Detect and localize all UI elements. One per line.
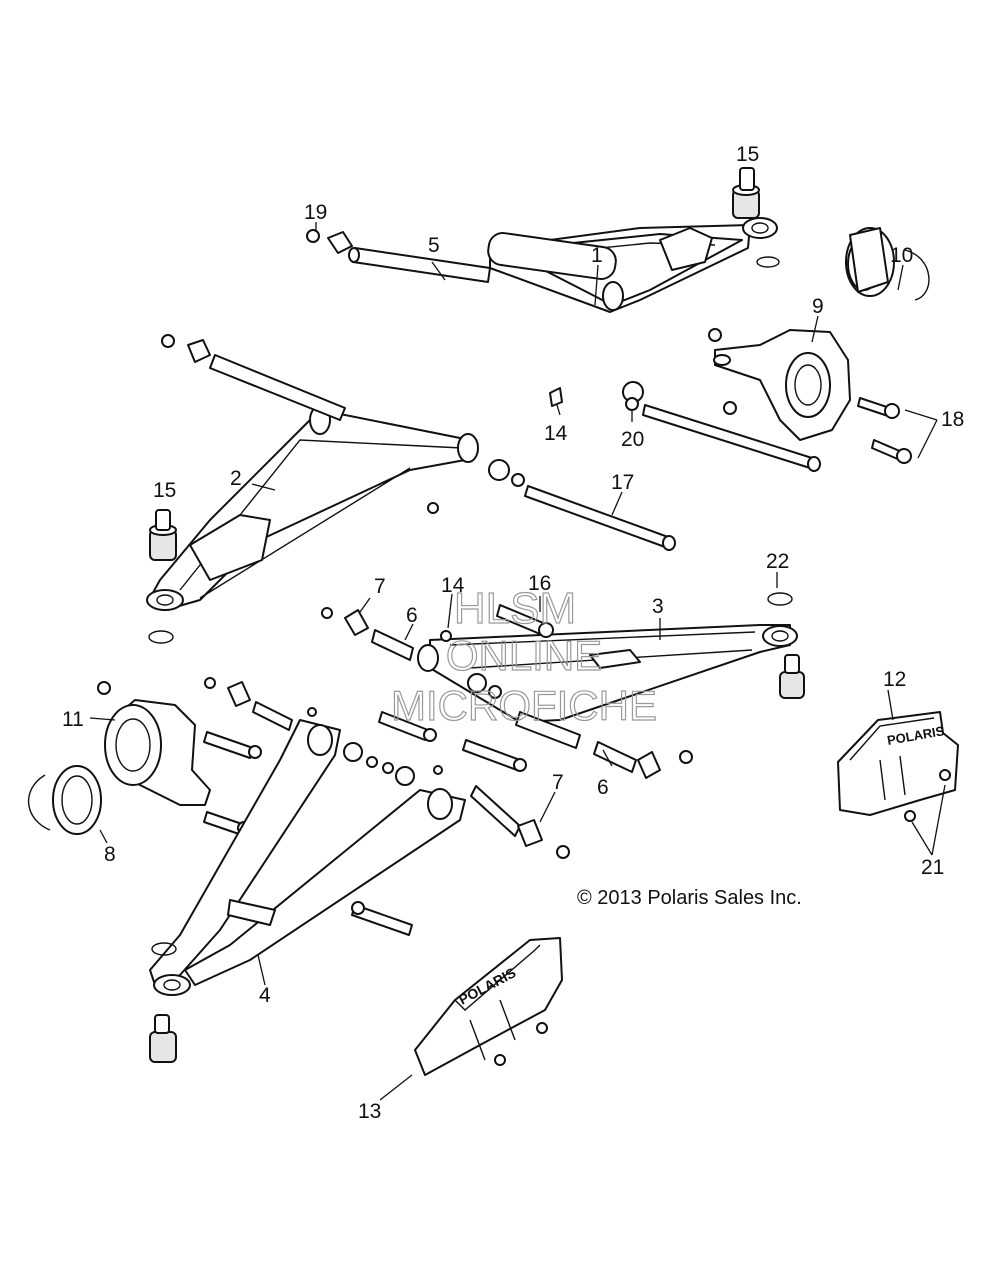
bolt-front-a <box>378 711 429 741</box>
bolt-front-a-head <box>423 728 437 742</box>
grease-fitting-lower <box>427 502 439 514</box>
bushing-mid-a <box>343 742 363 762</box>
nut-7-upper <box>321 607 333 619</box>
grease-fitting-14 <box>549 387 563 407</box>
skid-guard-12: POLARIS <box>837 711 959 822</box>
upper-a-arm-1 <box>487 217 778 313</box>
bushing-front <box>467 673 487 693</box>
circlip-lower-front <box>151 942 177 956</box>
bolt-knuckle-b <box>203 811 243 835</box>
bolt-17-head <box>662 535 676 551</box>
wheel-bearing-10 <box>845 227 930 301</box>
lower-a-arm-2 <box>146 405 479 611</box>
bolt-front-b <box>462 739 521 771</box>
watermark: HLSM ONLINE MICROFICHE <box>390 583 657 729</box>
callout-7-upper: 7 <box>374 575 386 598</box>
watermark-line-2: ONLINE <box>446 632 602 679</box>
circlip-left <box>148 630 174 644</box>
callout-14-upper: 14 <box>544 422 568 445</box>
callout-16: 16 <box>528 572 551 595</box>
callout-14-lower: 14 <box>441 574 465 597</box>
bolt-knuckle-a <box>203 731 254 759</box>
nut-lower <box>161 334 175 348</box>
nut-20 <box>723 401 737 415</box>
bushing-lower <box>187 339 211 363</box>
upper-a-arm-3 <box>417 624 798 723</box>
ball-joint-front-right <box>779 654 805 699</box>
callout-6-lower: 6 <box>597 776 609 799</box>
wheel-bearing-8 <box>28 765 102 835</box>
callout-1: 1 <box>591 244 603 267</box>
callout-22: 22 <box>766 550 789 573</box>
bushing-6 <box>637 751 661 779</box>
callout-15-upper: 15 <box>736 143 759 166</box>
sleeve-6-upper <box>371 629 414 661</box>
copyright-text: © 2013 Polaris Sales Inc. <box>577 887 802 909</box>
skid-guard-13: POLARIS <box>414 937 563 1076</box>
callout-11: 11 <box>62 708 84 731</box>
bolt-knuckle-a-head <box>248 745 262 759</box>
sleeve-lower-front <box>252 701 293 731</box>
washer-mid-a <box>366 756 378 768</box>
bolts-18 <box>857 397 912 464</box>
washer-17 <box>511 473 525 487</box>
bolt-16-head <box>538 622 554 638</box>
callout-21: 21 <box>921 856 944 879</box>
grease-fitting-lf2 <box>433 765 443 775</box>
callout-labels: 1 2 3 4 5 6 6 7 7 8 9 10 11 12 13 14 14 … <box>62 143 964 1123</box>
grease-fitting-14b <box>440 630 452 642</box>
callout-19: 19 <box>304 201 327 224</box>
washer-20 <box>625 397 639 411</box>
bushing-19 <box>327 231 353 254</box>
callout-4: 4 <box>259 984 271 1007</box>
bushing-7-lower <box>517 819 543 847</box>
lower-a-arm-4 <box>149 719 466 996</box>
callout-18: 18 <box>941 408 964 431</box>
bolt-head <box>807 456 821 472</box>
sleeve-front <box>515 711 581 749</box>
washer-front <box>488 685 502 699</box>
sleeve-7-lower <box>470 785 521 837</box>
ball-joint-15-upper <box>732 167 760 219</box>
steering-knuckle-11 <box>97 681 211 806</box>
circlip-upper <box>756 256 780 268</box>
pivot-shaft-lower <box>209 354 346 421</box>
callout-13: 13 <box>358 1100 381 1123</box>
callout-15-left: 15 <box>153 479 176 502</box>
circlip-22 <box>767 592 793 606</box>
nut-6 <box>679 750 693 764</box>
sleeve-6-lower <box>593 741 637 773</box>
watermark-line-3: MICROFICHE <box>391 682 657 729</box>
callout-3: 3 <box>652 595 664 618</box>
watermark-line-1: HLSM <box>454 584 576 633</box>
nut-lower-front <box>204 677 216 689</box>
nut-7-lower <box>556 845 570 859</box>
bolt-front-b-head <box>513 758 527 772</box>
pivot-shaft-5 <box>348 247 491 283</box>
callout-17: 17 <box>611 471 634 494</box>
bushing-7-upper <box>344 609 369 636</box>
leader-lines <box>89 222 946 1101</box>
bolt-lower-front-head <box>351 901 365 915</box>
bushing-lower-front <box>227 681 251 707</box>
callout-5: 5 <box>428 234 440 257</box>
callout-12: 12 <box>883 668 906 691</box>
callout-6-upper: 6 <box>406 604 418 627</box>
washer-mid-b <box>382 762 394 774</box>
ball-joint-lower-front <box>149 1014 177 1063</box>
nut-19 <box>306 229 320 243</box>
long-bolt-17 <box>524 485 669 548</box>
ball-joint-15-left <box>149 509 177 561</box>
callout-20: 20 <box>621 428 644 451</box>
grease-fitting-lf <box>307 707 317 717</box>
callout-8: 8 <box>104 843 116 866</box>
callout-9: 9 <box>812 295 824 318</box>
steering-knuckle-9 <box>708 328 851 441</box>
callout-2: 2 <box>230 467 242 490</box>
bushing-mid-b <box>395 766 415 786</box>
callout-7-lower: 7 <box>552 771 564 794</box>
bushing-17 <box>488 459 510 481</box>
callout-10: 10 <box>890 244 913 267</box>
